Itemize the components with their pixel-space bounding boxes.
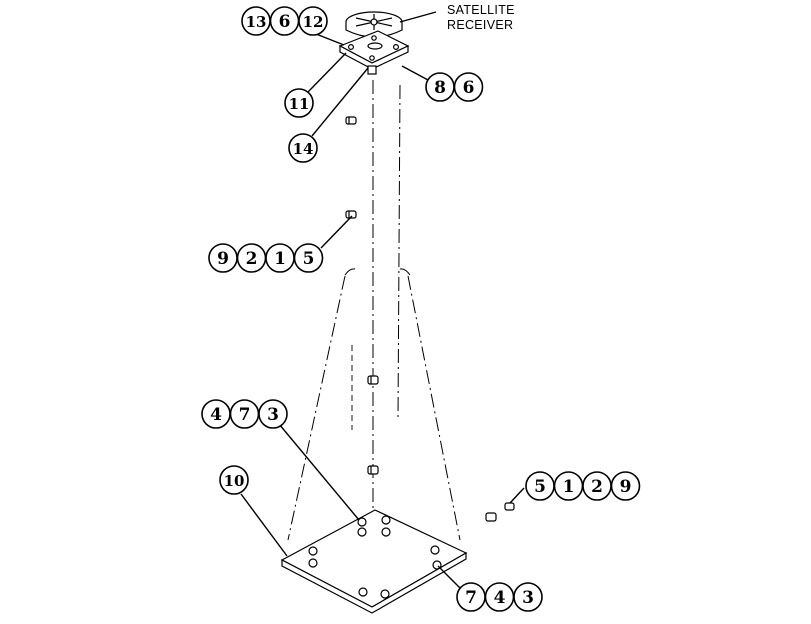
hardware-bolt-3	[367, 375, 379, 385]
balloon-number: 3	[267, 405, 279, 425]
balloon-number: 6	[279, 12, 291, 32]
balloon-number: 6	[463, 78, 475, 98]
balloon-number: 4	[210, 405, 222, 425]
balloon-number: 5	[534, 477, 546, 497]
leader-lines	[240, 11, 525, 589]
base-plate-studs	[308, 515, 442, 599]
balloon-number: 14	[293, 140, 314, 158]
balloon-number: 7	[465, 588, 477, 608]
balloon-number: 9	[620, 477, 632, 497]
balloon-circle	[453, 72, 484, 102]
pole-outline	[287, 268, 461, 541]
hardware-side-nut	[485, 502, 515, 522]
receiver-axis-line	[397, 84, 401, 419]
balloon-circle	[298, 6, 328, 36]
balloon-circle	[293, 243, 324, 273]
hardware-nut-1	[345, 116, 357, 125]
balloon-number: 1	[274, 249, 286, 269]
base-plate	[280, 509, 468, 614]
balloon-circle	[284, 88, 314, 118]
balloon-number: 10	[224, 472, 245, 490]
balloon-group-base-plate: 10	[219, 465, 249, 495]
balloon-number: 7	[239, 405, 251, 425]
balloon-circle	[610, 471, 641, 501]
callout-receiver: RECEIVER	[447, 18, 513, 32]
balloon-number: 12	[303, 13, 324, 31]
callout-satellite: SATELLITE	[447, 3, 515, 17]
balloon-group-plate-11: 11	[284, 88, 314, 118]
balloon-number: 13	[246, 13, 267, 31]
balloon-circle	[288, 133, 318, 163]
balloon-circle	[258, 399, 288, 429]
balloon-group-top-left: 13 6 12	[241, 6, 328, 36]
balloon-number: 5	[303, 249, 315, 269]
balloon-circle	[513, 582, 543, 612]
balloon-number: 3	[522, 588, 534, 608]
receiver-mount-plate	[338, 30, 410, 75]
balloon-group-plate-14: 14	[288, 133, 318, 163]
satellite-receiver	[345, 11, 403, 38]
balloon-number: 1	[563, 477, 575, 497]
balloon-number: 2	[591, 477, 603, 497]
balloon-number: 4	[494, 588, 506, 608]
balloon-circle	[219, 465, 249, 495]
balloon-number: 8	[434, 78, 446, 98]
balloon-number: 9	[217, 249, 229, 269]
hardware-bolt-4	[367, 465, 379, 475]
balloon-number: 2	[246, 249, 258, 269]
balloon-number: 11	[289, 95, 310, 113]
